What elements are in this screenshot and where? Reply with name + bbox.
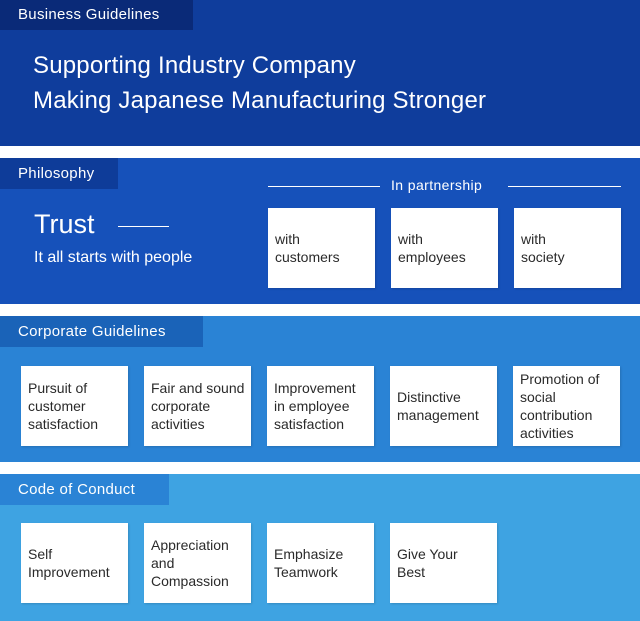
trust-title: Trust [34,209,95,239]
code-of-conduct-tag: Code of Conduct [0,474,169,505]
partnership-label: In partnership [391,177,483,193]
business-guidelines-section: Business Guidelines Supporting Industry … [0,0,640,146]
slogan-line-1: Supporting Industry Company [33,52,356,79]
business-guidelines-tag: Business Guidelines [0,0,193,30]
partnership-line-right [508,186,621,187]
philosophy-section: Philosophy Trust It all starts with peop… [0,158,640,304]
partnership-line-left [268,186,380,187]
trust-subtitle: It all starts with people [34,249,193,266]
trust-divider [118,226,169,227]
slogan-line-2: Making Japanese Manufacturing Stronger [33,87,487,114]
philosophy-tag: Philosophy [0,158,118,189]
corporate-guidelines-tag: Corporate Guidelines [0,316,203,347]
